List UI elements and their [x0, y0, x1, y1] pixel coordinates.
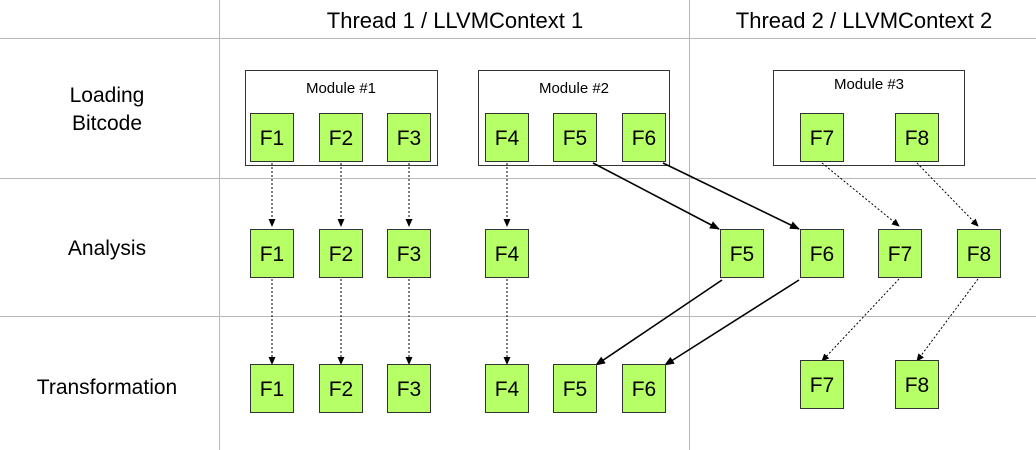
- analysis-box-f6: F6: [800, 229, 844, 278]
- transform-box-f4-label: F4: [495, 378, 520, 401]
- load-box-f8-label: F8: [905, 127, 930, 150]
- transform-box-f4-rect: [485, 364, 529, 413]
- arrow-f7-analysis-transform: [821, 278, 900, 362]
- transform-box-f6-label: F6: [632, 378, 657, 401]
- row-label-transformation: Transformation: [37, 376, 177, 399]
- load-box-f2: F2: [319, 113, 363, 162]
- transform-box-f2-rect: [319, 364, 363, 413]
- arrow-f5-analysis-transform: [595, 279, 723, 366]
- transform-box-f8-rect: [895, 360, 939, 409]
- load-box-f3-rect: [387, 113, 431, 162]
- transform-box-f3: F3: [387, 364, 431, 413]
- load-box-f6: F6: [622, 113, 666, 162]
- transform-box-f3-rect: [387, 364, 431, 413]
- row-label-bitcode: Bitcode: [72, 112, 142, 135]
- load-box-f2-rect: [319, 113, 363, 162]
- load-box-f1: F1: [250, 113, 294, 162]
- load-box-f3-label: F3: [397, 127, 422, 150]
- arrow-f8-load-analysis: [916, 162, 979, 227]
- transform-box-f1: F1: [250, 364, 294, 413]
- arrow-f6-analysis-transform: [664, 279, 800, 366]
- load-box-f4-rect: [485, 113, 529, 162]
- arrow-f5-load-analysis: [592, 162, 720, 230]
- analysis-box-f2-label: F2: [329, 243, 354, 266]
- load-box-f5-rect: [553, 113, 597, 162]
- module-1-label: Module #1: [306, 80, 376, 97]
- load-box-f5-label: F5: [563, 127, 588, 150]
- analysis-box-f8: F8: [957, 229, 1001, 278]
- transform-box-f7-rect: [800, 360, 844, 409]
- transform-box-f3-label: F3: [397, 378, 422, 401]
- analysis-box-f4: F4: [485, 229, 529, 278]
- analysis-box-f5-rect: [720, 229, 764, 278]
- thread1-header: Thread 1 / LLVMContext 1: [327, 8, 583, 33]
- analysis-box-f7: F7: [878, 229, 922, 278]
- arrow-f6-load-analysis: [662, 162, 800, 230]
- module-2-label: Module #2: [539, 80, 609, 97]
- analysis-box-f3-label: F3: [397, 243, 422, 266]
- load-box-f8-rect: [895, 113, 939, 162]
- analysis-box-f7-rect: [878, 229, 922, 278]
- transform-box-f6-rect: [622, 364, 666, 413]
- analysis-box-f3-rect: [387, 229, 431, 278]
- analysis-box-f6-rect: [800, 229, 844, 278]
- arrow-f7-load-analysis: [821, 162, 900, 227]
- transform-box-f1-label: F1: [260, 378, 285, 401]
- load-box-f4: F4: [485, 113, 529, 162]
- analysis-box-f8-label: F8: [967, 243, 992, 266]
- analysis-box-f2: F2: [319, 229, 363, 278]
- analysis-box-f3: F3: [387, 229, 431, 278]
- analysis-box-f1-label: F1: [260, 243, 285, 266]
- row-label-analysis: Analysis: [68, 237, 146, 260]
- function-boxes: F1 F2 F3 F4 F5 F6 F7 F8 F1 F2 F3 F4 F5 F…: [250, 113, 1001, 413]
- transform-box-f6: F6: [622, 364, 666, 413]
- load-box-f1-rect: [250, 113, 294, 162]
- load-box-f7-label: F7: [810, 127, 835, 150]
- analysis-box-f1-rect: [250, 229, 294, 278]
- thread2-header: Thread 2 / LLVMContext 2: [736, 8, 992, 33]
- analysis-box-f2-rect: [319, 229, 363, 278]
- transform-box-f7-label: F7: [810, 374, 835, 397]
- transform-box-f5: F5: [553, 364, 597, 413]
- load-box-f4-label: F4: [495, 127, 520, 150]
- transform-box-f8: F8: [895, 360, 939, 409]
- transform-box-f2: F2: [319, 364, 363, 413]
- load-box-f8: F8: [895, 113, 939, 162]
- load-box-f3: F3: [387, 113, 431, 162]
- analysis-box-f5-label: F5: [730, 243, 755, 266]
- analysis-box-f5: F5: [720, 229, 764, 278]
- transform-box-f5-rect: [553, 364, 597, 413]
- load-box-f5: F5: [553, 113, 597, 162]
- analysis-box-f4-rect: [485, 229, 529, 278]
- module-3-label: Module #3: [834, 76, 904, 93]
- analysis-box-f6-label: F6: [810, 243, 835, 266]
- arrows: [268, 162, 979, 366]
- load-box-f6-label: F6: [632, 127, 657, 150]
- analysis-box-f7-label: F7: [888, 243, 913, 266]
- transform-box-f5-label: F5: [563, 378, 588, 401]
- transform-box-f8-label: F8: [905, 374, 930, 397]
- load-box-f2-label: F2: [329, 127, 354, 150]
- transform-box-f4: F4: [485, 364, 529, 413]
- load-box-f1-label: F1: [260, 127, 285, 150]
- analysis-box-f8-rect: [957, 229, 1001, 278]
- row-label-loading: Loading: [70, 84, 145, 107]
- load-box-f6-rect: [622, 113, 666, 162]
- transform-box-f7: F7: [800, 360, 844, 409]
- load-box-f7-rect: [800, 113, 844, 162]
- arrow-f8-analysis-transform: [916, 278, 979, 362]
- load-box-f7: F7: [800, 113, 844, 162]
- analysis-box-f4-label: F4: [495, 243, 520, 266]
- transform-box-f1-rect: [250, 364, 294, 413]
- analysis-box-f1: F1: [250, 229, 294, 278]
- transform-box-f2-label: F2: [329, 378, 354, 401]
